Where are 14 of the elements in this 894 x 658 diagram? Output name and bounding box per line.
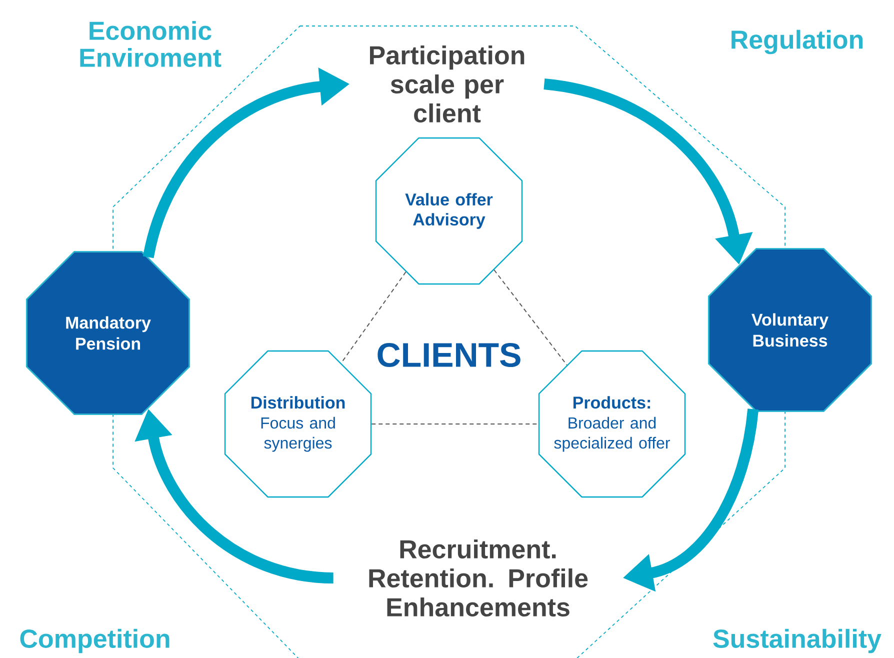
heading-text: Recruitment. Retention. Profile Enhancements — [369, 539, 588, 617]
octagon-node: Distribution Focus and synergies — [224, 350, 372, 498]
corner-label: Competition — [20, 628, 170, 654]
octagon-node: Voluntary Business — [708, 248, 872, 412]
center-label: CLIENTS — [378, 342, 520, 368]
octagon-node: Mandatory Pension — [26, 250, 190, 416]
corner-label: Regulation — [732, 30, 863, 54]
corner-label: Sustainability — [713, 628, 882, 654]
octagon-node: Value offer Advisory — [375, 137, 523, 285]
corner-label: Economic Enviroment — [80, 20, 222, 68]
connector-line — [494, 269, 568, 366]
connector-line — [340, 271, 406, 364]
octagon-node: Products: Broader and specialized offer — [538, 350, 686, 498]
heading-text: Participation scale per client — [370, 45, 524, 123]
